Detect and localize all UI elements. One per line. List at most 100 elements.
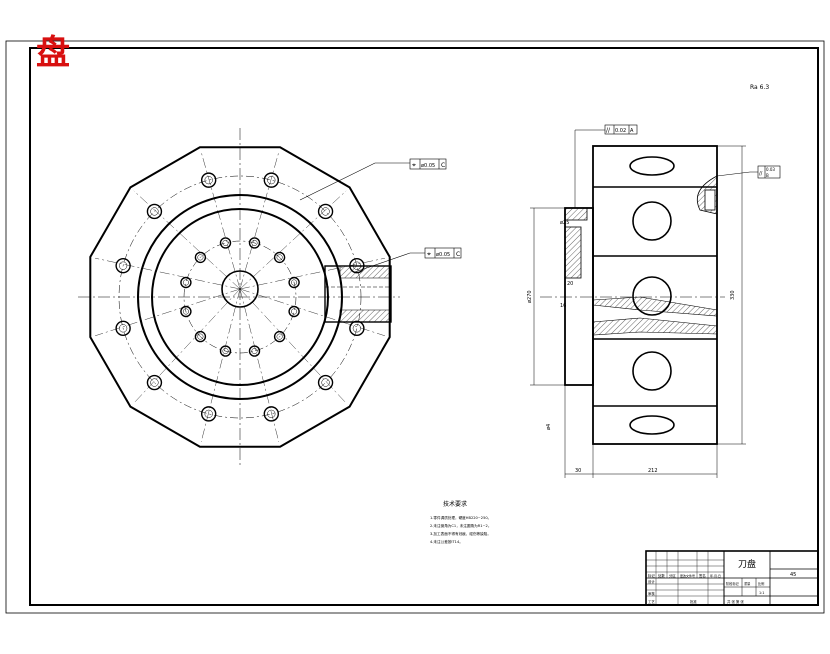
title-col-6: 年.月.日: [710, 573, 721, 578]
callout-leader-lower: [354, 252, 425, 273]
tech-line-2: 2.未注倒角为C1，未注圆角为R1~2。: [430, 523, 491, 528]
sheet-inner-border: [29, 47, 819, 606]
parallel-value: 0.03: [766, 167, 775, 172]
inner-bolt-hole: [180, 276, 192, 289]
outer-bolt-hole-inner: [204, 409, 213, 418]
outer-datum: C: [456, 251, 460, 258]
inner-pcd-circle: [183, 240, 297, 354]
center-hatch-upper: [592, 296, 718, 317]
inner-bolt-hole-inner: [291, 308, 298, 315]
inner-bolt-hole-inner: [182, 279, 189, 286]
outer-bolt-hole: [146, 203, 163, 220]
dim-depth-b: 16: [560, 303, 566, 309]
hole-upper: [632, 201, 672, 241]
inner-bolt-holes: [180, 237, 300, 357]
title-col-3: 分区: [669, 573, 676, 578]
inner-bolt-hole-inner: [197, 333, 204, 340]
radial-centerline: [201, 152, 241, 290]
sheet-outer-border: [5, 40, 825, 614]
inner-bolt-hole-inner: [222, 348, 229, 355]
pcd-datum: C: [441, 162, 445, 169]
hole-lower: [632, 351, 672, 391]
callout-leader-upper: [299, 162, 410, 201]
inner-bolt-hole-inner: [276, 333, 283, 340]
title-row-3: 工艺: [648, 599, 655, 604]
dim-depth-a: 20: [567, 281, 573, 287]
inner-bolt-hole-inner: [251, 239, 258, 246]
title-row-2: 审核: [648, 591, 655, 596]
outer-bolt-hole: [200, 172, 217, 188]
outer-value: ø0.05: [436, 252, 450, 258]
radial-centerline: [239, 288, 279, 442]
slot-hatch-top: [339, 265, 392, 279]
outer-bolt-hole: [146, 374, 163, 391]
outer-bolt-hole-inner: [321, 378, 330, 387]
dim-body-width: 212: [648, 468, 658, 474]
pcd-value: ø0.05: [421, 163, 435, 169]
inner-bolt-hole: [219, 237, 232, 249]
outer-bolt-hole-inner: [321, 207, 330, 216]
title-stage: 阶段标记: [726, 581, 740, 586]
radial-centerline: [95, 288, 241, 336]
flatness-datum: A: [630, 128, 634, 134]
flange-lip: [564, 207, 588, 221]
title-col-5: 签名: [699, 573, 706, 578]
title-name: 刀盘: [738, 558, 756, 570]
radial-centerline: [133, 190, 241, 290]
dim-height-right: 330: [730, 290, 736, 300]
dim-small-dia: ø25: [560, 220, 569, 226]
inner-bolt-hole-inner: [182, 308, 189, 315]
title-col-2: 处数: [658, 573, 665, 578]
radial-centerline: [95, 258, 241, 290]
title-col-4: 更改文件号: [680, 573, 695, 578]
inner-bolt-hole-inner: [276, 254, 283, 261]
outer-bolt-hole-inner: [267, 409, 276, 418]
title-block: [645, 550, 819, 606]
tech-line-3: 3.加工表面不得有划痕、碰伤等缺陷。: [430, 531, 491, 536]
outer-ring-circle: [137, 194, 343, 400]
flatness-value: 0.02: [615, 128, 626, 134]
radial-centerline: [239, 288, 385, 336]
inner-bolt-hole: [194, 251, 207, 264]
inner-bolt-hole: [248, 237, 261, 249]
slot-hatch-bottom: [339, 309, 392, 323]
radial-centerline: [239, 152, 279, 290]
radial-centerline: [239, 190, 347, 290]
outer-pcd-circle: [118, 175, 362, 419]
tech-requirements: 技术要求 1.零件调质处理，硬度HB220~250。 2.未注倒角为C1，未注圆…: [430, 500, 491, 544]
main-body: [592, 145, 718, 445]
outer-symbol: ⌖: [427, 250, 431, 258]
inner-bolt-hole-inner: [291, 279, 298, 286]
callout-right-parallel: // 0.03 B: [757, 165, 781, 179]
radial-centerline: [239, 288, 347, 404]
side-view: 30 212 330 ø270 ø25 ø4 20 16 // 0.02 A /…: [527, 124, 781, 478]
outer-bolt-hole: [263, 406, 280, 422]
inner-bolt-hole: [248, 345, 261, 357]
tech-title: 技术要求: [443, 500, 467, 508]
roughness-note: Ra 6.3: [750, 84, 769, 91]
outer-bolt-hole-inner: [204, 176, 213, 185]
parallel-symbol: //: [759, 171, 763, 177]
inner-ring-circle: [151, 208, 329, 386]
outer-bolt-hole-inner: [150, 378, 159, 387]
callout-pcd-holes: ⌖ ø0.05 C: [409, 158, 447, 170]
radial-leaders: [95, 152, 385, 442]
inner-bolt-hole: [288, 305, 300, 318]
title-ratio: 比例: [758, 581, 764, 586]
callout-top-flatness: // 0.02 A: [604, 124, 638, 135]
outer-bolt-hole: [115, 320, 131, 337]
title-material: 45: [790, 572, 796, 578]
radial-centerline: [201, 288, 241, 442]
tech-line-1: 1.零件调质处理，硬度HB220~250。: [430, 515, 491, 520]
bore-circle: [221, 270, 259, 308]
slot-top: [629, 156, 675, 176]
dimension-lines: [530, 129, 758, 478]
outer-bolt-hole-inner: [150, 207, 159, 216]
center-hatch-lower: [592, 317, 718, 336]
flatness-symbol: //: [606, 127, 611, 134]
outer-bolt-holes: [115, 172, 365, 422]
inner-bolt-hole-inner: [222, 239, 229, 246]
hole-middle: [632, 276, 672, 316]
outer-bolt-hole: [317, 203, 334, 220]
